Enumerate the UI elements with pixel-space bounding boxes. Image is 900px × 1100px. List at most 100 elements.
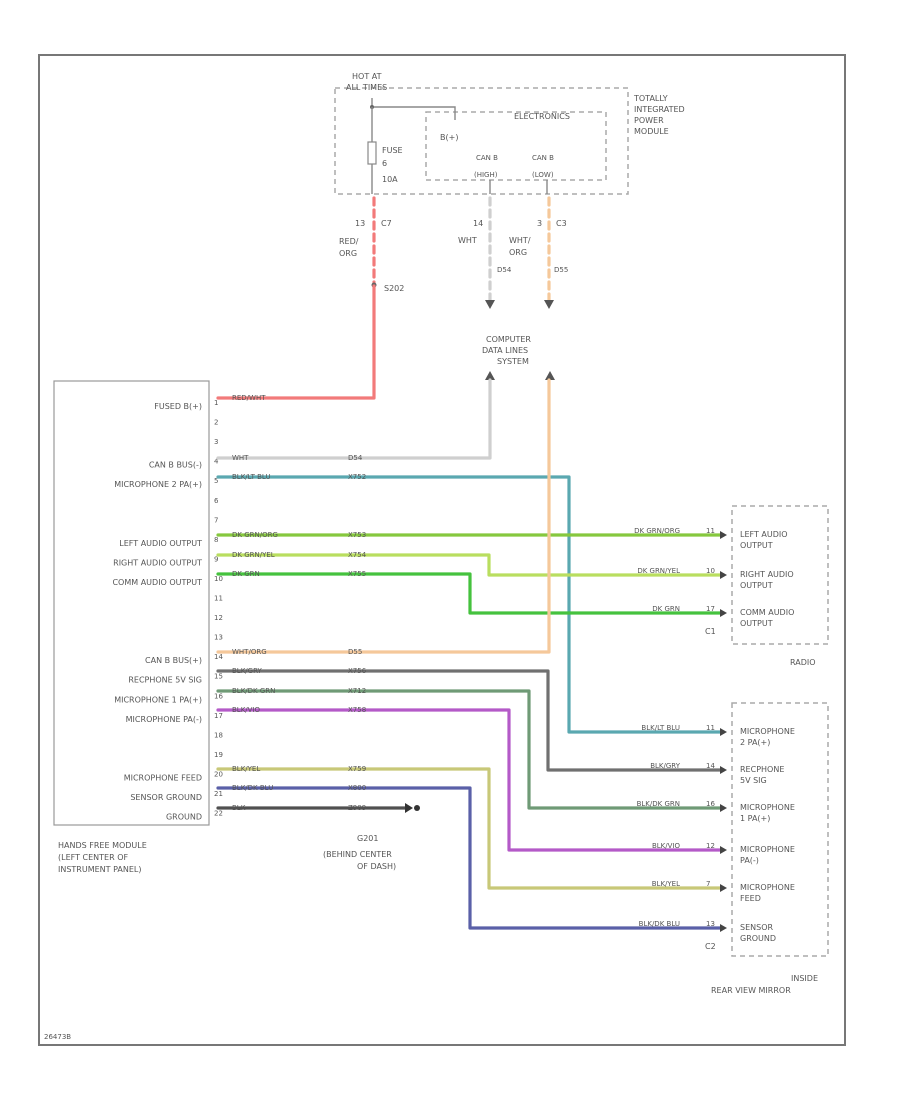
- can-high-label-1: CAN B: [476, 154, 498, 162]
- hands-free-pin-number: 6: [214, 497, 219, 505]
- tipm-outline: [334, 87, 629, 195]
- hands-free-pin-label: CAN B BUS(+): [145, 656, 202, 665]
- hands-free-pin-label: CAN B BUS(-): [149, 461, 202, 470]
- fuse-connector: C7: [381, 219, 392, 228]
- tipm-name-3: POWER: [634, 116, 664, 125]
- mirror-pin-label-2: GROUND: [740, 934, 776, 943]
- ground-arrow: [405, 803, 413, 813]
- bplus-bus: [371, 98, 456, 120]
- radio-connector: C1: [705, 627, 716, 636]
- radio-outline: [731, 505, 829, 645]
- mirror-pin-arrow: [720, 924, 727, 932]
- mirror-pin-label-2: 1 PA(+): [740, 814, 770, 823]
- mirror-pin-number: 7: [706, 880, 710, 888]
- data-lines-line2: DATA LINES: [482, 346, 528, 355]
- hands-free-pin-label: MICROPHONE 1 PA(+): [114, 695, 202, 704]
- can-low-wire-color-2: ORG: [509, 248, 527, 257]
- can-high-pin-number: 14: [473, 219, 483, 228]
- wire-blk-dk-blu: [216, 786, 722, 930]
- hands-free-pin-number: 18: [214, 731, 223, 739]
- fuse-pin-number: 13: [355, 219, 365, 228]
- radio-pin-label-2: OUTPUT: [740, 541, 773, 550]
- can-low-pin-number: 3: [537, 219, 542, 228]
- bplus-label: B(+): [440, 133, 458, 142]
- hands-free-pin-number: 19: [214, 751, 223, 759]
- label-w14-code: D55: [348, 648, 362, 656]
- wire-blk-yel: [216, 767, 722, 890]
- mirror-title-1: INSIDE: [791, 974, 818, 983]
- radio-pin-number: 17: [706, 605, 715, 613]
- mirror-pin-wire-color: BLK/VIO: [652, 842, 681, 850]
- fuse-icon: [367, 141, 377, 165]
- mirror-pin-label-1: RECPHONE: [740, 765, 784, 774]
- mirror-pin-label-1: MICROPHONE: [740, 883, 795, 892]
- mirror-pin-wire-color: BLK/DK BLU: [639, 920, 680, 928]
- can-high-label-2: (HIGH): [474, 171, 498, 179]
- label-w9-color: DK GRN/YEL: [232, 551, 275, 559]
- mirror-pin-label-2: 2 PA(+): [740, 738, 770, 747]
- hands-free-title-2: (LEFT CENTER OF: [58, 853, 128, 862]
- tipm-name-4: MODULE: [634, 127, 669, 136]
- hands-free-title-1: HANDS FREE MODULE: [58, 841, 147, 850]
- wire-red-wht: [216, 284, 376, 400]
- hands-free-pin-number: 4: [214, 458, 219, 466]
- hands-free-pin-number: 17: [214, 712, 223, 720]
- can-high-arrow-down: [485, 300, 495, 309]
- label-w22-code: Z909: [348, 804, 366, 812]
- hands-free-pin-label: MICROPHONE 2 PA(+): [114, 480, 202, 489]
- label-w21-code: X800: [348, 784, 366, 792]
- mirror-pin-number: 14: [706, 762, 715, 770]
- can-low-arrow-down: [544, 300, 554, 309]
- hands-free-pin-number: 7: [214, 516, 218, 524]
- hands-free-pin-label: MICROPHONE FEED: [124, 773, 202, 782]
- label-w16-color: BLK/DK GRN: [232, 687, 275, 695]
- ground-symbol-icon: [414, 805, 420, 811]
- mirror-pin-arrow: [720, 804, 727, 812]
- mirror-pin-number: 12: [706, 842, 715, 850]
- hands-free-pin-number: 20: [214, 770, 223, 778]
- can-connector: C3: [556, 219, 567, 228]
- label-w1-color: RED/WHT: [232, 394, 266, 402]
- mirror-pin-label-1: MICROPHONE: [740, 845, 795, 854]
- ground-g201: G201 (BEHIND CENTER OF DASH): [323, 834, 396, 871]
- hands-free-pin-label: LEFT AUDIO OUTPUT: [119, 539, 202, 548]
- radio-pin-wire-color: DK GRN: [652, 605, 680, 613]
- hot-label-1: HOT AT: [352, 72, 382, 81]
- electronics-title: ELECTRONICS: [514, 112, 570, 121]
- hands-free-pin-number: 9: [214, 555, 218, 563]
- label-w15-color: BLK/GRY: [232, 667, 262, 675]
- fuse-label: FUSE: [382, 146, 403, 155]
- mirror-title-2: REAR VIEW MIRROR: [711, 986, 791, 995]
- radio-pin-label-2: OUTPUT: [740, 581, 773, 590]
- label-w14-color: WHT/ORG: [232, 648, 267, 656]
- can-low-label-2: (LOW): [532, 171, 554, 179]
- mirror-pin-label-1: MICROPHONE: [740, 803, 795, 812]
- label-w16-code: X712: [348, 687, 366, 695]
- mirror-pin-arrow: [720, 846, 727, 854]
- label-w8-color: DK GRN/ORG: [232, 531, 278, 539]
- ground-location-2: OF DASH): [357, 862, 396, 871]
- hands-free-pin-number: 22: [214, 810, 223, 818]
- wire-labels: RED/WHT WHT D54 BLK/LT BLU X752 DK GRN/O…: [232, 394, 367, 812]
- radio-pin-wire-color: DK GRN/YEL: [637, 567, 680, 575]
- radio-pin-label-2: OUTPUT: [740, 619, 773, 628]
- hands-free-pin-number: 1: [214, 399, 218, 407]
- hot-label-2: ALL TIMES: [346, 83, 387, 92]
- hands-free-pin-number: 5: [214, 477, 218, 485]
- radio-pin-label-1: LEFT AUDIO: [740, 530, 788, 539]
- hands-free-pin-number: 11: [214, 595, 223, 603]
- radio-pin-arrow: [720, 571, 727, 579]
- hands-free-pin-number: 10: [214, 575, 223, 583]
- tipm-name-2: INTEGRATED: [634, 105, 685, 114]
- wire-blk-gry: [216, 669, 722, 772]
- mirror-pin-number: 13: [706, 920, 715, 928]
- radio-title: RADIO: [790, 658, 816, 667]
- mirror-pin-arrow: [720, 766, 727, 774]
- mirror-pin-arrow: [720, 728, 727, 736]
- mirror-pin-number: 11: [706, 724, 715, 732]
- hands-free-box: [53, 380, 210, 826]
- fuse-amperage: 10A: [382, 175, 398, 184]
